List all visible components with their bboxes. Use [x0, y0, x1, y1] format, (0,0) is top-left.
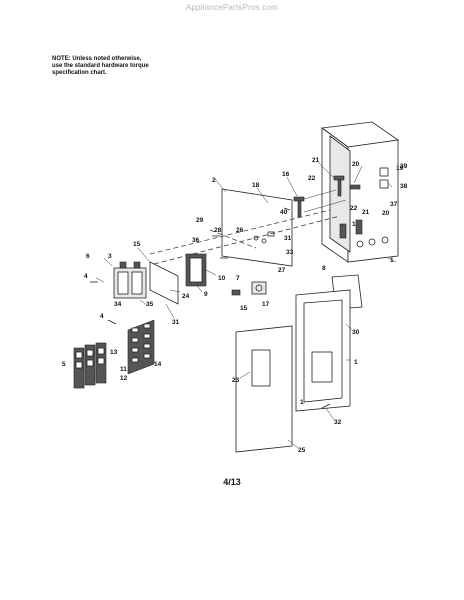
- callout-20: 20: [382, 210, 390, 217]
- callout-24: 24: [182, 293, 190, 300]
- door-frame: [295, 289, 351, 412]
- callout-32: 32: [334, 419, 342, 426]
- callout-12: 12: [120, 375, 128, 382]
- callout-16: 16: [282, 171, 290, 178]
- callout-25: 25: [298, 447, 306, 454]
- page-number: 4/13: [223, 477, 241, 487]
- callout-33: 33: [286, 249, 294, 256]
- callout-21: 21: [362, 209, 370, 216]
- mounting-brackets: [293, 175, 363, 239]
- callout-19: 19: [396, 165, 404, 172]
- callout-4: 4: [84, 273, 88, 280]
- breaker-strip: [127, 319, 155, 375]
- callout-10: 10: [218, 275, 226, 282]
- callout-1: 1: [354, 359, 358, 366]
- callout-17: 17: [262, 301, 270, 308]
- callout-1: 1: [300, 399, 304, 406]
- callout-29: 29: [196, 217, 204, 224]
- callout-21: 21: [312, 157, 320, 164]
- callout-31: 31: [172, 319, 180, 326]
- callout-15: 15: [240, 305, 248, 312]
- callout-14: 14: [154, 361, 162, 368]
- circuit-breaker-bank: [73, 342, 107, 389]
- torque-note: NOTE: Unless noted otherwise, use the st…: [52, 56, 149, 76]
- callout-40: 40: [280, 209, 288, 216]
- callout-2: 2: [212, 177, 216, 184]
- fuse-holder: [231, 289, 241, 296]
- callout-5: 5: [62, 361, 66, 368]
- callout-35: 35: [146, 301, 154, 308]
- callout-11: 11: [120, 366, 127, 373]
- callout-leaders: [95, 161, 397, 449]
- callout-23: 23: [232, 377, 240, 384]
- relay-17: [251, 281, 267, 295]
- callout-7: 7: [236, 275, 240, 282]
- switch-mounting-plate: [149, 261, 179, 305]
- callout-39: 39: [400, 163, 408, 170]
- callout-30: 30: [352, 329, 360, 336]
- screws: [90, 207, 331, 409]
- interior-panel: [221, 188, 293, 267]
- callout-6: 6: [86, 253, 90, 260]
- callout-38: 38: [400, 183, 408, 190]
- front-door: [235, 325, 293, 453]
- callout-27: 27: [278, 267, 286, 274]
- enclosure-cabinet: [320, 121, 400, 263]
- breaker-module: [185, 253, 207, 287]
- callout-28: 28: [214, 227, 222, 234]
- callout-26: 26: [236, 227, 244, 234]
- callout-34: 34: [114, 301, 122, 308]
- callout-8: 8: [322, 265, 326, 272]
- callout-3: 3: [108, 253, 112, 260]
- callout-4: 4: [100, 313, 104, 320]
- callout-20: 20: [352, 161, 360, 168]
- callout-1: 1: [390, 257, 394, 264]
- watermark: AppliancePartsPros.com: [186, 3, 278, 12]
- callout-22: 22: [308, 175, 316, 182]
- callout-15: 15: [133, 241, 141, 248]
- callout-9: 9: [204, 291, 208, 298]
- callout-labels: 1 1 1 1 2 3 4 4 5 6 7 8 9 10 11 12 13 14…: [62, 157, 408, 454]
- callout-13: 13: [110, 349, 118, 356]
- callout-36: 36: [192, 237, 200, 244]
- transfer-switch: [113, 261, 147, 299]
- callout-1: 1: [352, 221, 356, 228]
- callout-22: 22: [350, 205, 358, 212]
- callout-37: 37: [390, 201, 398, 208]
- callout-31: 31: [284, 235, 292, 242]
- callout-18: 18: [252, 182, 260, 189]
